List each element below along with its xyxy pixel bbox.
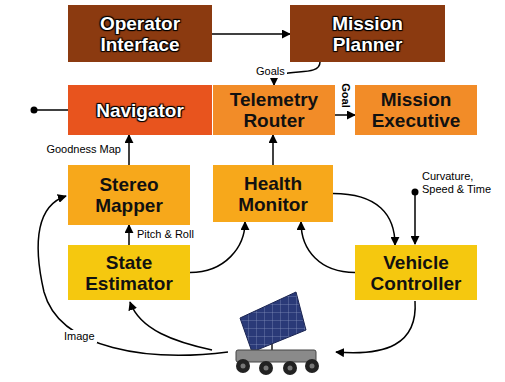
box-label: Mission Planner xyxy=(296,13,439,55)
box-label: Vehicle Controller xyxy=(361,252,471,294)
edge-label: Goal xyxy=(339,81,352,109)
box-label: State Estimator xyxy=(74,252,184,294)
input-line xyxy=(414,194,416,244)
output-line xyxy=(37,109,68,111)
edge-label: Pitch & Roll xyxy=(135,228,196,241)
terminal-dot xyxy=(31,107,38,114)
process-box: State Estimator xyxy=(68,245,190,300)
command-line xyxy=(336,301,415,353)
box-label: Mission Executive xyxy=(361,89,471,131)
process-box: Vehicle Controller xyxy=(355,245,477,300)
flow-arrow xyxy=(190,222,245,273)
process-box: Operator Interface xyxy=(68,5,212,62)
process-box: Mission Executive xyxy=(355,85,477,135)
signal-label: Image xyxy=(62,330,97,343)
box-label: Stereo Mapper xyxy=(74,174,184,216)
edge-label: Goodness Map xyxy=(44,143,123,156)
flow-arrow xyxy=(272,135,274,165)
process-box: Telemetry Router xyxy=(213,85,335,135)
image-line xyxy=(130,302,212,350)
box-label: Health Monitor xyxy=(219,173,327,215)
process-box: Health Monitor xyxy=(213,165,333,222)
edge-label: Goals xyxy=(254,65,287,78)
flow-arrow xyxy=(333,194,395,246)
flow-arrow xyxy=(212,33,290,35)
signal-label: Curvature, Speed & Time xyxy=(420,170,505,196)
flow-arrow xyxy=(128,225,130,245)
flow-arrow xyxy=(301,222,355,273)
flow-arrow xyxy=(335,114,355,116)
box-label: Operator Interface xyxy=(74,13,206,55)
process-box: Navigator xyxy=(68,85,212,135)
box-label: Telemetry Router xyxy=(219,89,329,131)
rover-illustration xyxy=(236,292,319,375)
process-box: Mission Planner xyxy=(290,5,445,62)
flow-arrow xyxy=(128,135,130,165)
box-label: Navigator xyxy=(96,100,184,121)
process-box: Stereo Mapper xyxy=(68,165,190,225)
